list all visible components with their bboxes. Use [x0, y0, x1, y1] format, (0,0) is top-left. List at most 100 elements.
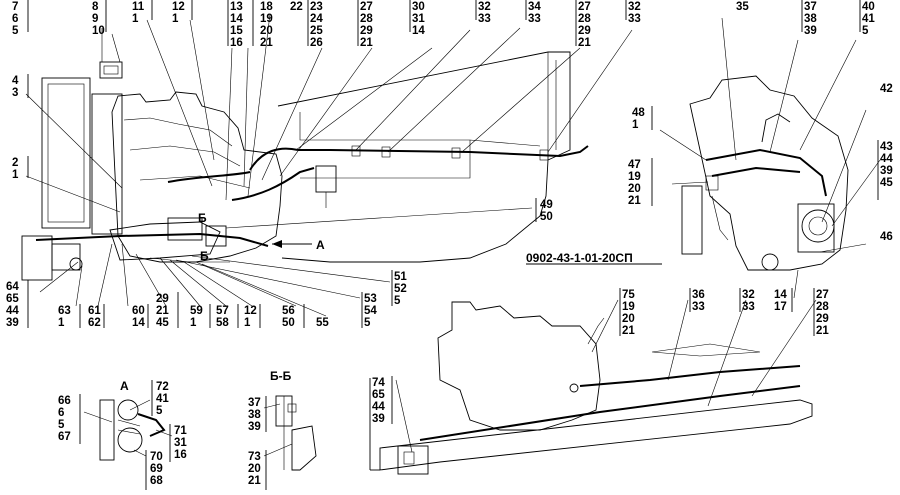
callout-line: 13: [230, 1, 243, 13]
callout-line: 1: [172, 13, 179, 25]
section-cut-b-lower: Б: [200, 249, 209, 263]
callout-line: 4: [12, 75, 19, 87]
callout-line: 10: [92, 25, 105, 37]
callout-line: 27: [360, 1, 373, 13]
callout-line: 39: [248, 421, 261, 433]
lower-side-view: [369, 301, 813, 475]
callout-line: 7: [12, 1, 18, 13]
callout-line: 44: [6, 305, 19, 317]
callout-line: 1: [58, 317, 65, 329]
callout-line: 31: [412, 13, 425, 25]
callout-line: 46: [880, 231, 893, 243]
callout-line: 27: [578, 1, 591, 13]
callout-line: 33: [742, 301, 755, 313]
callout-line: 53: [364, 293, 377, 305]
callout-line: 47: [628, 159, 641, 171]
view-bb-title: Б-Б: [270, 369, 292, 383]
callout-line: 19: [628, 171, 641, 183]
arrow-a-label: А: [316, 238, 325, 252]
callout-line: 30: [412, 1, 425, 13]
callout-line: 5: [12, 25, 19, 37]
engine-end-view: [681, 75, 849, 271]
callout-line: 71: [174, 425, 187, 437]
callout-line: 21: [816, 325, 829, 337]
callout-line: 14: [132, 317, 145, 329]
callout-line: 59: [190, 305, 203, 317]
callout-line: 31: [174, 437, 187, 449]
callout-line: 28: [360, 13, 373, 25]
callout-line: 20: [260, 25, 273, 37]
callout-c_55: 55: [316, 317, 329, 329]
callout-line: 57: [216, 305, 229, 317]
callout-line: 14: [774, 289, 787, 301]
callout-line: 50: [540, 211, 553, 223]
callout-line: 70: [150, 451, 163, 463]
callout-line: 52: [394, 283, 407, 295]
callout-line: 39: [804, 25, 817, 37]
callout-line: 42: [880, 83, 893, 95]
callout-line: 50: [282, 317, 295, 329]
callout-line: 32: [478, 1, 491, 13]
callout-line: 49: [540, 199, 553, 211]
callout-line: 33: [528, 13, 541, 25]
callout-line: 61: [88, 305, 101, 317]
callout-line: 21: [248, 475, 261, 487]
callout-line: 45: [880, 177, 893, 189]
callout-line: 21: [628, 195, 641, 207]
callout-c_22: 22: [290, 1, 303, 13]
callout-line: 43: [880, 141, 893, 153]
callout-line: 39: [880, 165, 893, 177]
callout-line: 48: [632, 107, 645, 119]
callout-line: 29: [578, 25, 591, 37]
callout-line: 35: [736, 1, 749, 13]
callout-line: 45: [156, 317, 169, 329]
callout-line: 16: [174, 449, 187, 461]
callout-line: 72: [156, 381, 169, 393]
callout-line: 19: [260, 13, 273, 25]
callout-line: 3: [12, 87, 18, 99]
callout-line: 21: [260, 37, 273, 49]
callout-line: 25: [310, 25, 323, 37]
callout-line: 56: [282, 305, 295, 317]
callout-line: 29: [816, 313, 829, 325]
callout-line: 28: [816, 301, 829, 313]
callout-line: 68: [150, 475, 163, 487]
callout-line: 12: [172, 1, 185, 13]
callout-line: 66: [58, 395, 71, 407]
callout-line: 6: [12, 13, 18, 25]
callout-line: 18: [260, 1, 273, 13]
view-bb-detail: [275, 395, 317, 471]
callout-line: 62: [88, 317, 101, 329]
callout-line: 5: [58, 419, 65, 431]
callout-line: 21: [360, 37, 373, 49]
section-cut-b-upper: Б: [198, 211, 207, 225]
callout-line: 1: [12, 169, 19, 181]
callout-line: 69: [150, 463, 163, 475]
callout-line: 67: [58, 431, 71, 443]
callout-line: 73: [248, 451, 261, 463]
callout-line: 60: [132, 305, 145, 317]
